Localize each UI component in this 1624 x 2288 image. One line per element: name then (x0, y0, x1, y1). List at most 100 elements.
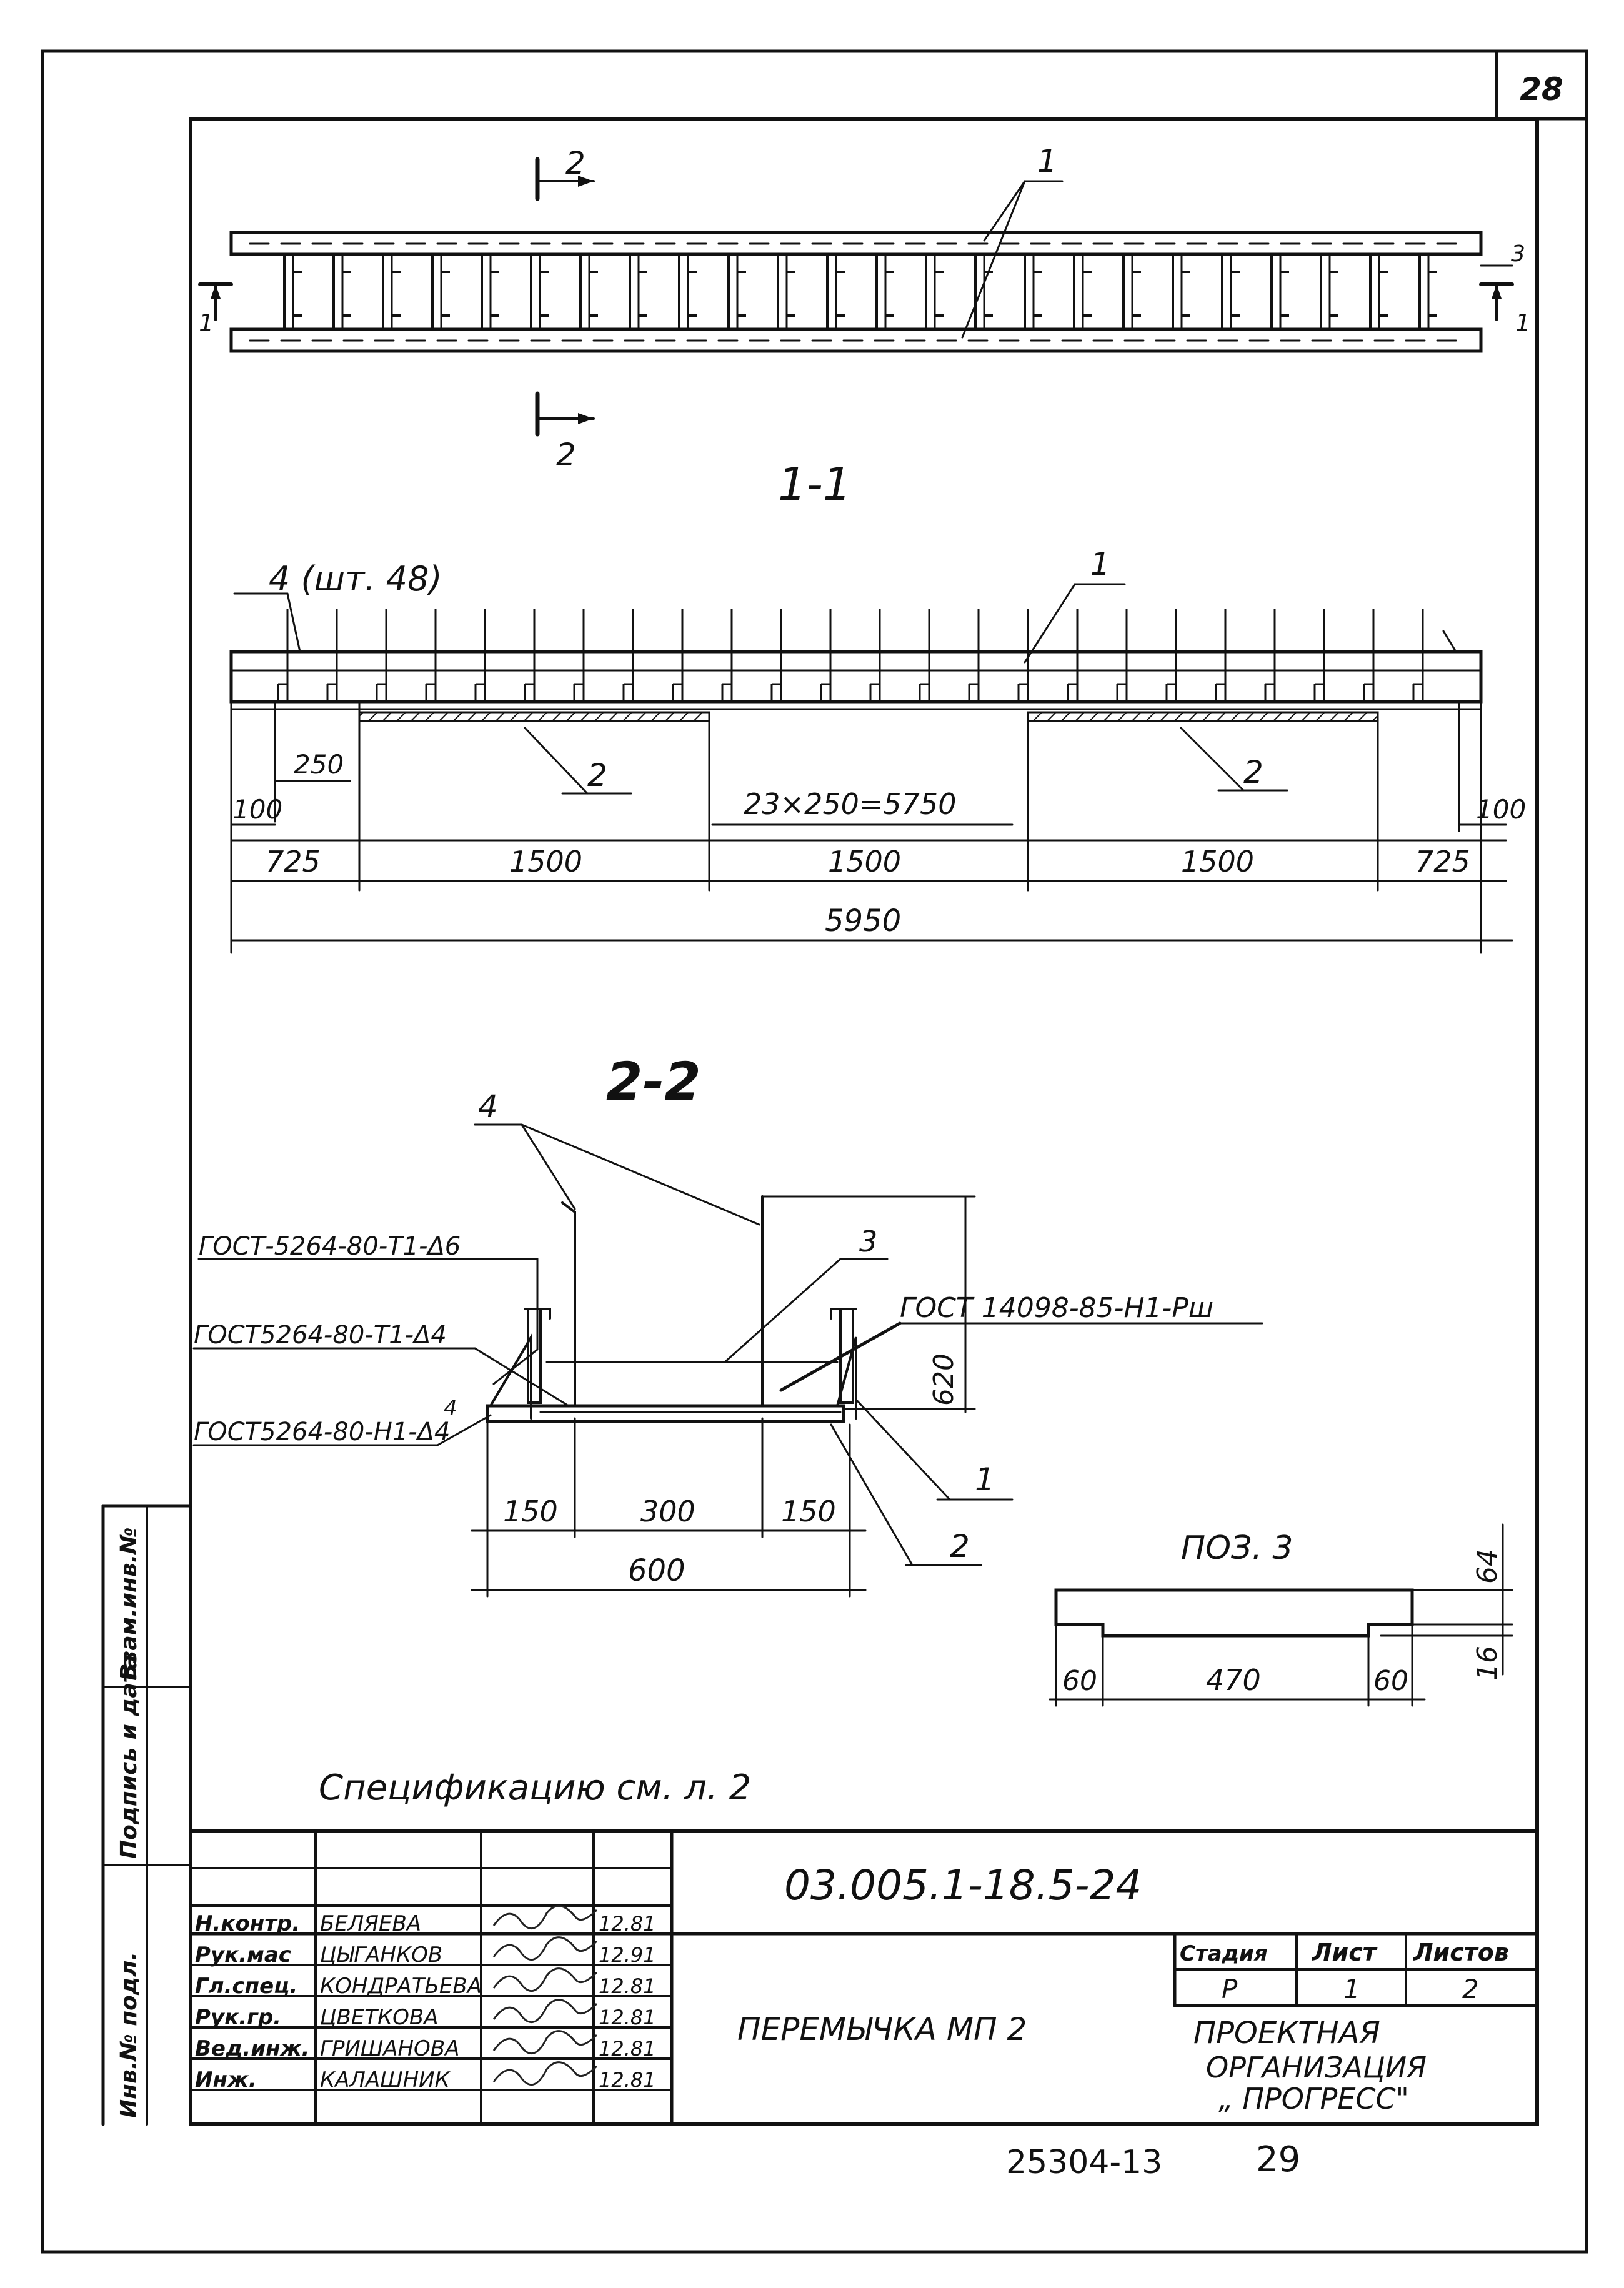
dim-60-right: 60 (1373, 1665, 1408, 1697)
stage-value: Р (1222, 1974, 1238, 2004)
dim-250: 250 (294, 749, 344, 780)
dim-100-left: 100 (232, 794, 282, 825)
plan-stirrup (332, 256, 351, 328)
plan-stirrup (925, 256, 944, 328)
dim-725-right: 725 (1415, 845, 1470, 878)
section-2-2-title: 2-2 (606, 1051, 701, 1112)
plan-stirrup (727, 256, 746, 328)
plan-stirrup (1221, 256, 1240, 328)
plan-stirrup (530, 256, 549, 328)
elevation-stirrup (869, 609, 881, 700)
dim-725-left: 725 (266, 845, 321, 878)
elevation-stirrup (474, 609, 486, 700)
staff-name: ЦЫГАНКОВ (320, 1942, 442, 1967)
callout-4: 4 (478, 1088, 498, 1125)
staff-signature (492, 1967, 598, 1992)
sheets-header: Листов (1413, 1939, 1509, 1966)
staff-date: 12.81 (599, 2068, 656, 2092)
elevation-stirrup (1067, 609, 1079, 700)
org-line-2: ОРГАНИЗАЦИЯ (1206, 2051, 1427, 2084)
dim-150-left: 150 (503, 1495, 558, 1528)
elevation-stirrup (1363, 609, 1375, 700)
elevation-stirrup (1313, 609, 1325, 700)
page-number: 29 (1256, 2139, 1300, 2180)
staff-name: КОНДРАТЬЕВА (320, 1974, 482, 1999)
drawing-name: ПЕРЕМЫЧКА МП 2 (737, 2011, 1027, 2047)
staff-date: 12.91 (599, 1943, 656, 1967)
plan-stirrup (579, 256, 598, 328)
elevation-stirrup (1215, 609, 1227, 700)
stamp-replace-inv-label: Взам.инв.№ (116, 1527, 142, 1681)
dim-60-left: 60 (1062, 1665, 1097, 1697)
plan-stirrup (1369, 256, 1388, 328)
dim-1500-a: 1500 (509, 845, 582, 878)
gost-label-d: ГОСТ 14098-85-Н1-Рш (900, 1292, 1213, 1324)
staff-date: 12.81 (599, 1974, 656, 1998)
side-stamp: Взам.инв.№ Подпись и дата Инв.№ подл. (101, 1504, 192, 2126)
elev-callout-2a: 2 (587, 757, 607, 793)
staff-role: Рук.мас (195, 1942, 291, 1967)
dim-height-620: 620 (928, 1353, 960, 1406)
elevation-stirrup (1017, 609, 1029, 700)
elevation-stirrups (277, 609, 1424, 700)
dim-1500-c: 1500 (1181, 845, 1254, 878)
plan-stirrup (1418, 256, 1437, 328)
plan-stirrup (875, 256, 894, 328)
elevation-stirrup (524, 609, 536, 700)
gost-label-c: ГОСТ5264-80-Н1-Δ4 (194, 1418, 450, 1446)
staff-role: Н.контр. (195, 1911, 300, 1936)
elevation-stirrup (1116, 609, 1128, 700)
document-code: 03.005.1-18.5-24 (784, 1861, 1142, 1909)
staff-name: ГРИШАНОВА (320, 2036, 459, 2061)
pad-left (358, 711, 710, 722)
elevation-stirrup (770, 609, 782, 700)
pos3-title: ПОЗ. 3 (1181, 1529, 1293, 1567)
section-mark-bottom-label: 2 (556, 437, 576, 473)
sheets-value: 2 (1462, 1974, 1479, 2004)
staff-name: КАЛАШНИК (320, 2067, 451, 2092)
staff-role: Инж. (195, 2067, 257, 2092)
plan-stirrup (283, 256, 302, 328)
plan-stirrup (629, 256, 647, 328)
plan-stirrup (382, 256, 401, 328)
callout-1: 1 (975, 1461, 995, 1498)
elev-callout-1: 1 (1090, 546, 1110, 582)
section-mark-top-label: 2 (565, 145, 585, 181)
small-callout-4: 4 (444, 1396, 457, 1421)
staff-date: 12.81 (599, 2037, 656, 2061)
plan-stirrups (283, 256, 1437, 328)
stage-header: Стадия (1180, 1941, 1268, 1966)
callout-3: 3 (859, 1225, 877, 1258)
staff-row: Вед.инж. ГРИШАНОВА 12.81 (195, 2030, 656, 2061)
stamp-original-inv-label: Инв.№ подл. (116, 1952, 142, 2118)
plan-stirrup (1073, 256, 1092, 328)
staff-signature (492, 2030, 598, 2054)
org-line-1: ПРОЕКТНАЯ (1193, 2016, 1380, 2051)
stirrups-callout: 4 (шт. 48) (269, 559, 442, 599)
section-2-2: 2-2 620 4 3 1 2 ГОСТ-5264-80-Т1-Δ6 (192, 1051, 1263, 1598)
staff-role: Гл.спец. (195, 1974, 297, 1999)
section-1-1: 1-1 4 (шт. 48) 1 2 2 (229, 458, 1526, 954)
elevation-stirrup (1165, 609, 1177, 700)
plan-stirrup (481, 256, 499, 328)
gost-label-a: ГОСТ-5264-80-Т1-Δ6 (199, 1232, 461, 1261)
plan-stirrup (1320, 256, 1338, 328)
dim-64: 64 (1472, 1549, 1503, 1584)
elevation-stirrup (919, 609, 930, 700)
elevation-stirrup (326, 609, 338, 700)
end-mark-left-label: 1 (199, 309, 214, 337)
elevation-stirrup (672, 609, 684, 700)
bottom-flange-bar (229, 327, 1483, 353)
dim-150-right: 150 (781, 1495, 836, 1528)
dim-1500-b: 1500 (828, 845, 901, 878)
staff-role: Рук.гр. (195, 2005, 281, 2030)
archive-number: 25304-13 (1006, 2144, 1162, 2181)
plan-stirrup (1270, 256, 1289, 328)
elevation-stirrup (376, 609, 387, 700)
plan-stirrup (431, 256, 450, 328)
staff-role: Вед.инж. (195, 2036, 309, 2061)
sheet-value: 1 (1343, 1974, 1360, 2004)
